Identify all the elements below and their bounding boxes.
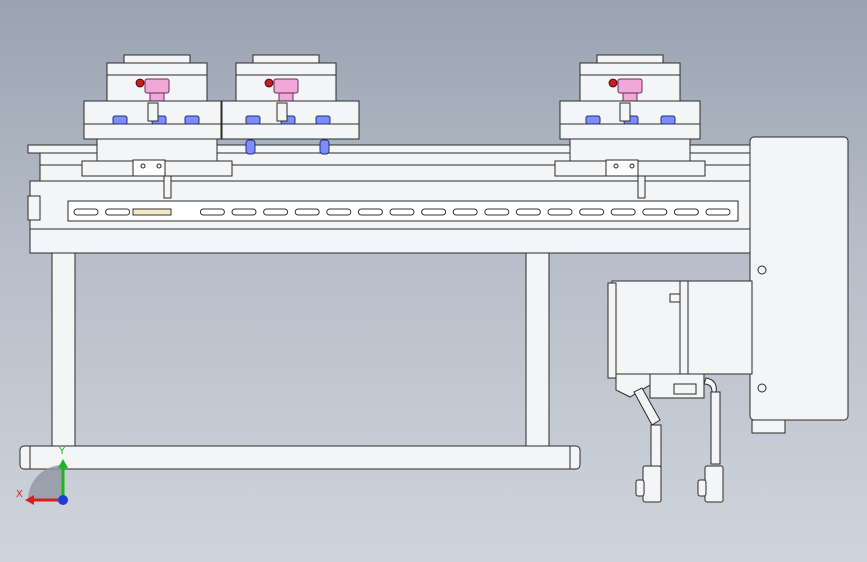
clamp-bracket <box>163 175 172 199</box>
red-indicator-dot <box>135 78 145 88</box>
rail-slot <box>263 208 289 216</box>
frame-legs[interactable] <box>19 252 581 470</box>
mounting-bolt <box>585 115 601 125</box>
mounting-bolt <box>315 115 331 125</box>
loose-bolt[interactable] <box>245 139 256 155</box>
red-indicator-dot <box>608 78 618 88</box>
rail-slot <box>357 208 383 216</box>
rail-slot <box>547 208 573 216</box>
connector-plug-right[interactable] <box>704 465 724 503</box>
y-axis-arrowhead <box>58 459 68 468</box>
connector-plug-left[interactable] <box>642 465 662 503</box>
motor-flange[interactable] <box>607 282 617 379</box>
mounting-bolt <box>245 115 261 125</box>
gearbox-housing[interactable] <box>749 136 849 421</box>
base-beam[interactable] <box>29 228 751 254</box>
x-axis-arrowhead <box>25 495 34 505</box>
housing-screw <box>757 265 767 275</box>
cable-left-lower <box>650 424 662 468</box>
triad-plane <box>28 465 63 500</box>
rail-slot <box>452 208 478 216</box>
rail-slot <box>326 208 352 216</box>
scale-label-strip <box>132 208 172 216</box>
base-foot[interactable] <box>19 445 581 470</box>
axis-triad[interactable]: X Y <box>16 446 68 505</box>
rail-slot <box>642 208 668 216</box>
rail-slot <box>579 208 605 216</box>
mounting-bolt <box>112 115 128 125</box>
y-axis-label: Y <box>58 446 66 457</box>
rail-slot <box>673 208 699 216</box>
left-leg[interactable] <box>51 252 76 447</box>
rail-slot <box>105 208 131 216</box>
pink-fitting[interactable] <box>617 78 643 94</box>
rail-end-cap[interactable] <box>27 195 41 221</box>
rail-slots <box>73 208 731 216</box>
rail-slot <box>294 208 320 216</box>
z-axis-dot <box>58 495 68 505</box>
pink-fitting[interactable] <box>273 78 299 94</box>
loose-bolt[interactable] <box>319 139 330 155</box>
rail-slot <box>199 208 225 216</box>
mounting-bolt <box>660 115 676 125</box>
rail-slot <box>705 208 731 216</box>
cable-right-bend <box>703 377 717 393</box>
servo-motor-body[interactable] <box>611 280 753 375</box>
red-indicator-dot <box>264 78 274 88</box>
right-leg[interactable] <box>525 252 550 447</box>
mounting-bolt <box>184 115 200 125</box>
pink-fitting[interactable] <box>144 78 170 94</box>
rail-slot <box>73 208 99 216</box>
clamp-unit-left-pair[interactable] <box>81 54 360 199</box>
gearbox-foot[interactable] <box>751 419 786 434</box>
motor-assembly[interactable] <box>607 136 849 503</box>
rail-slot <box>515 208 541 216</box>
rail-slot <box>231 208 257 216</box>
rail-slot <box>610 208 636 216</box>
x-axis-label: X <box>16 489 23 500</box>
rail-slot <box>484 208 510 216</box>
cable-left <box>633 387 661 426</box>
rail-slot <box>421 208 447 216</box>
clamp-unit-right[interactable] <box>554 54 706 199</box>
clamp-bracket <box>637 175 646 199</box>
housing-screw <box>757 383 767 393</box>
rail-slot <box>389 208 415 216</box>
cable-right <box>710 391 721 465</box>
clamp-units[interactable] <box>81 54 706 199</box>
